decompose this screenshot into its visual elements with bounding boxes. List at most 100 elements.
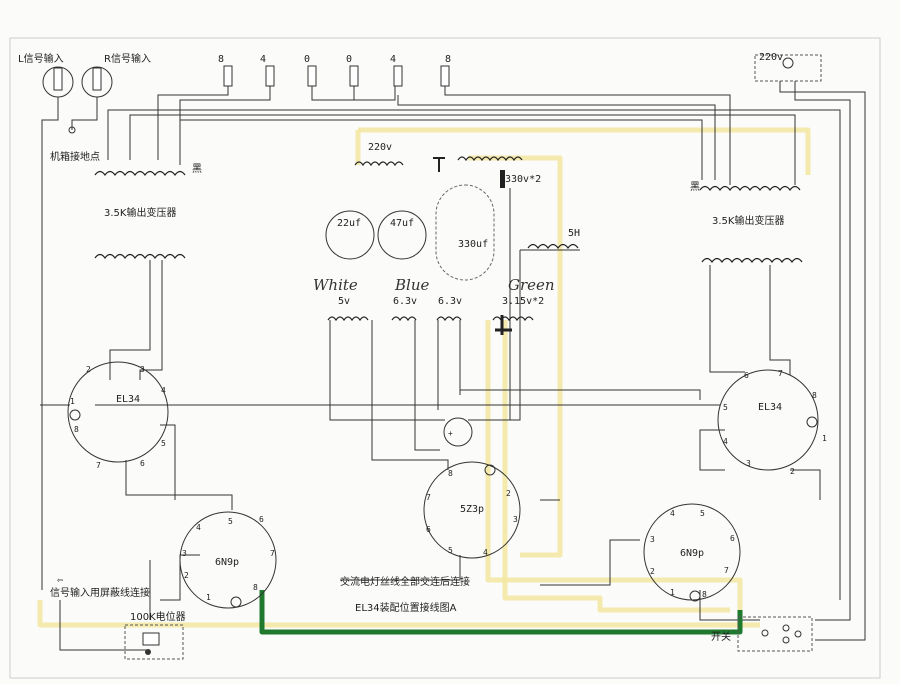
tube-6n9p-left[interactable]: 6N9p 1 2 3 4 5 6 7 8 [179,511,277,609]
svg-text:7: 7 [96,461,101,470]
speaker-post-4-right[interactable]: 4 [390,54,403,87]
svg-text:7: 7 [426,493,431,502]
label-heater-6v3-b: 6.3v [438,296,462,307]
capacitor-small[interactable] [443,417,473,447]
svg-text:EL34: EL34 [758,402,782,413]
svg-text:6: 6 [744,371,749,380]
svg-text:3: 3 [746,459,751,468]
tube-el34-right[interactable]: EL34 1 2 3 4 5 6 7 8 [717,369,827,476]
power-inlet-box [754,54,822,82]
svg-text:6N9p: 6N9p [215,557,239,568]
tube-5z3p[interactable]: 5Z3p 8 7 6 5 4 2 3 [423,461,521,559]
speaker-post-4-left[interactable]: 4 [260,54,275,87]
note-shield: 信号输入用屏蔽线连接 [50,586,150,599]
svg-text:0: 0 [346,54,352,65]
svg-text:5: 5 [700,509,705,518]
ground-tap-icon [433,157,445,172]
cap-marker [500,170,505,188]
speaker-post-0-left[interactable]: 0 [304,54,317,87]
label-output-transformer-right: 3.5K输出变压器 [712,214,784,227]
tube-6n9p-right[interactable]: 6N9p 8 7 6 5 4 3 2 1 [643,503,741,602]
svg-text:1: 1 [206,593,211,602]
speaker-post-8-left[interactable]: 8 [218,54,233,87]
svg-text:5: 5 [161,439,166,448]
svg-text:4: 4 [483,548,488,557]
svg-text:7: 7 [270,549,275,558]
svg-text:1: 1 [822,434,827,443]
speaker-post-0-right[interactable]: 0 [346,54,359,87]
svg-text:8: 8 [812,391,817,400]
svg-text:EL34: EL34 [116,394,140,405]
label-cap-330v: 330v*2 [505,174,541,185]
svg-text:8: 8 [448,469,453,478]
speaker-post-8-right[interactable]: 8 [440,54,451,87]
shield-arrow-icon: ⇦ [57,575,63,586]
svg-text:4: 4 [161,386,166,395]
wires-main [40,81,866,651]
input-jack-left[interactable] [42,66,74,98]
heater-coil-6v3-a [391,316,417,322]
svg-text:4: 4 [390,54,396,65]
cap-plus-sign: + [448,429,453,438]
power-inlet-icon[interactable] [782,57,794,69]
sheet-border [9,37,881,679]
svg-text:3: 3 [140,365,145,374]
volume-potentiometer[interactable] [124,624,184,660]
label-black-left: 黑 [192,163,202,175]
svg-text:3: 3 [513,515,518,524]
output-transformer-left-bottom [94,253,186,260]
capacitor-47uf[interactable]: 47uf [377,210,427,260]
svg-text:4: 4 [196,523,201,532]
label-chassis-ground: 机箱接地点 [50,150,100,163]
label-black-right: 黑 [690,181,700,193]
tube-el34-left[interactable]: EL34 1 2 3 4 5 6 7 8 [67,361,169,470]
svg-text:6N9p: 6N9p [680,548,704,559]
svg-text:6: 6 [426,525,431,534]
svg-text:7: 7 [724,566,729,575]
highlight-wire-e [37,600,760,628]
output-transformer-left-top [94,170,186,177]
highlight-wire-c [485,320,743,610]
highlight-wire-d [502,320,730,613]
svg-text:8: 8 [702,590,707,599]
svg-text:2: 2 [86,365,91,374]
svg-text:6: 6 [140,459,145,468]
power-switch[interactable] [737,616,813,652]
highlight-wire-top [358,127,811,175]
heater-coil-6v3-b [436,316,462,322]
hv-secondary-coil [457,156,523,162]
label-heater-3v15: 3.15v*2 [502,296,544,307]
capacitor-330uf[interactable]: 330uf [435,184,495,281]
handwritten-white: White [313,276,358,294]
input-jack-right[interactable] [81,66,113,98]
output-transformer-right-top [699,185,801,192]
svg-text:3: 3 [650,535,655,544]
svg-text:5Z3p: 5Z3p [460,504,484,515]
highlight-wire-b [468,155,563,558]
svg-text:2: 2 [506,489,511,498]
svg-text:7: 7 [778,369,783,378]
svg-text:22uf: 22uf [337,218,361,229]
heater-coil-3v15 [492,316,534,322]
heater-coil-5v [327,316,369,322]
label-heater-5v: 5v [338,296,350,307]
label-switch: 开关 [711,630,731,643]
choke-coil [527,243,579,250]
svg-text:2: 2 [790,467,795,476]
svg-text:6: 6 [259,515,264,524]
svg-text:6: 6 [730,534,735,543]
svg-text:330uf: 330uf [458,239,488,250]
heater-tap-marker [495,315,512,335]
label-heater-6v3-a: 6.3v [393,296,417,307]
svg-text:47uf: 47uf [390,218,414,229]
label-right-input: R信号输入 [104,52,151,65]
svg-text:8: 8 [445,54,451,65]
note-title: EL34装配位置接线图A [355,601,457,614]
svg-text:8: 8 [253,583,258,592]
label-power-220-top: 220v [759,52,783,63]
svg-text:5: 5 [723,403,728,412]
output-transformer-right-bottom [701,257,803,264]
capacitor-22uf[interactable]: 22uf [325,210,375,260]
